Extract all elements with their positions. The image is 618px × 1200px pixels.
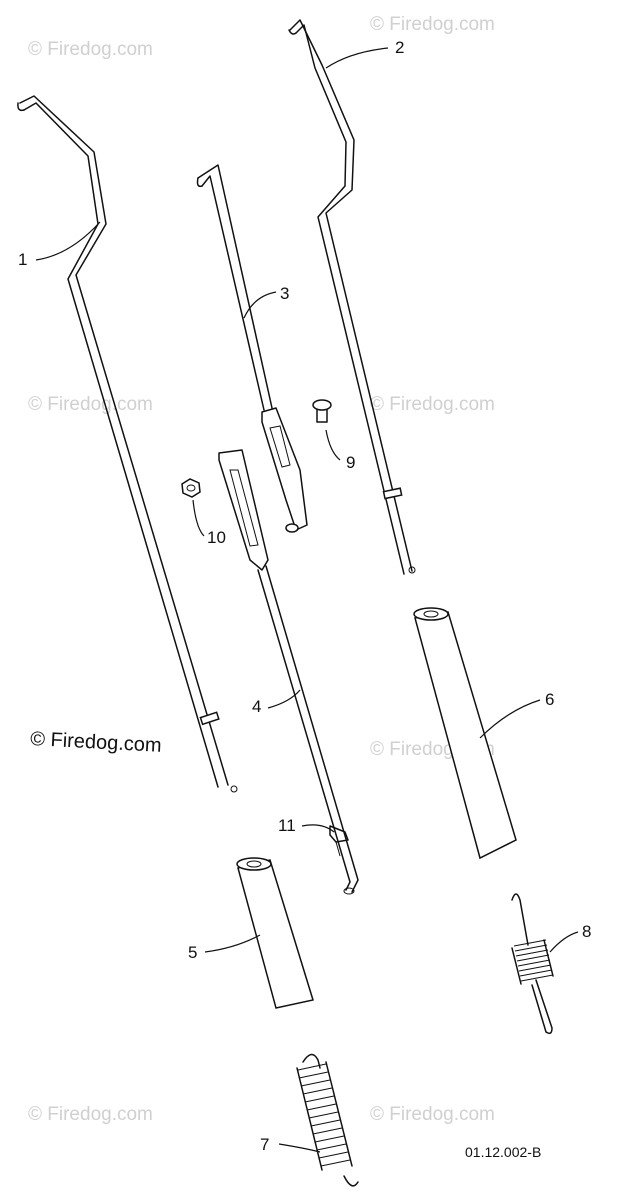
part-2-rod — [288, 19, 416, 575]
part-11-clip — [329, 825, 349, 857]
callout-9: 9 — [346, 453, 355, 472]
callout-11: 11 — [278, 816, 296, 835]
part-6-sleeve — [413, 607, 517, 860]
watermark: © Firedog.com — [370, 394, 495, 415]
part-4-rod — [218, 449, 359, 895]
part-1-rod — [17, 95, 238, 793]
watermark: © Firedog.com — [28, 394, 153, 415]
part-3-rod — [196, 164, 308, 533]
watermark-dark: © Firedog.com — [30, 728, 162, 757]
part-5-sleeve — [236, 857, 314, 1009]
part-7-spring — [296, 1053, 359, 1187]
callout-4: 4 — [252, 697, 261, 716]
watermark: © Firedog.com — [28, 1104, 153, 1125]
callout-7: 7 — [260, 1135, 269, 1154]
leader-lines — [35, 47, 579, 1153]
callout-5: 5 — [188, 943, 197, 962]
callout-8: 8 — [582, 922, 591, 941]
watermark: © Firedog.com — [370, 1104, 495, 1125]
callout-3: 3 — [280, 284, 289, 303]
callout-2: 2 — [395, 38, 404, 57]
callout-10: 10 — [207, 528, 226, 547]
callout-1: 1 — [18, 250, 27, 269]
part-10-nut — [181, 478, 201, 498]
drawing-number: 01.12.002-B — [465, 1144, 541, 1160]
watermark: © Firedog.com — [28, 39, 153, 60]
part-9-bolt — [312, 399, 332, 423]
callout-6: 6 — [545, 690, 554, 709]
watermark: © Firedog.com — [370, 14, 495, 35]
part-8-spring — [511, 893, 554, 1035]
